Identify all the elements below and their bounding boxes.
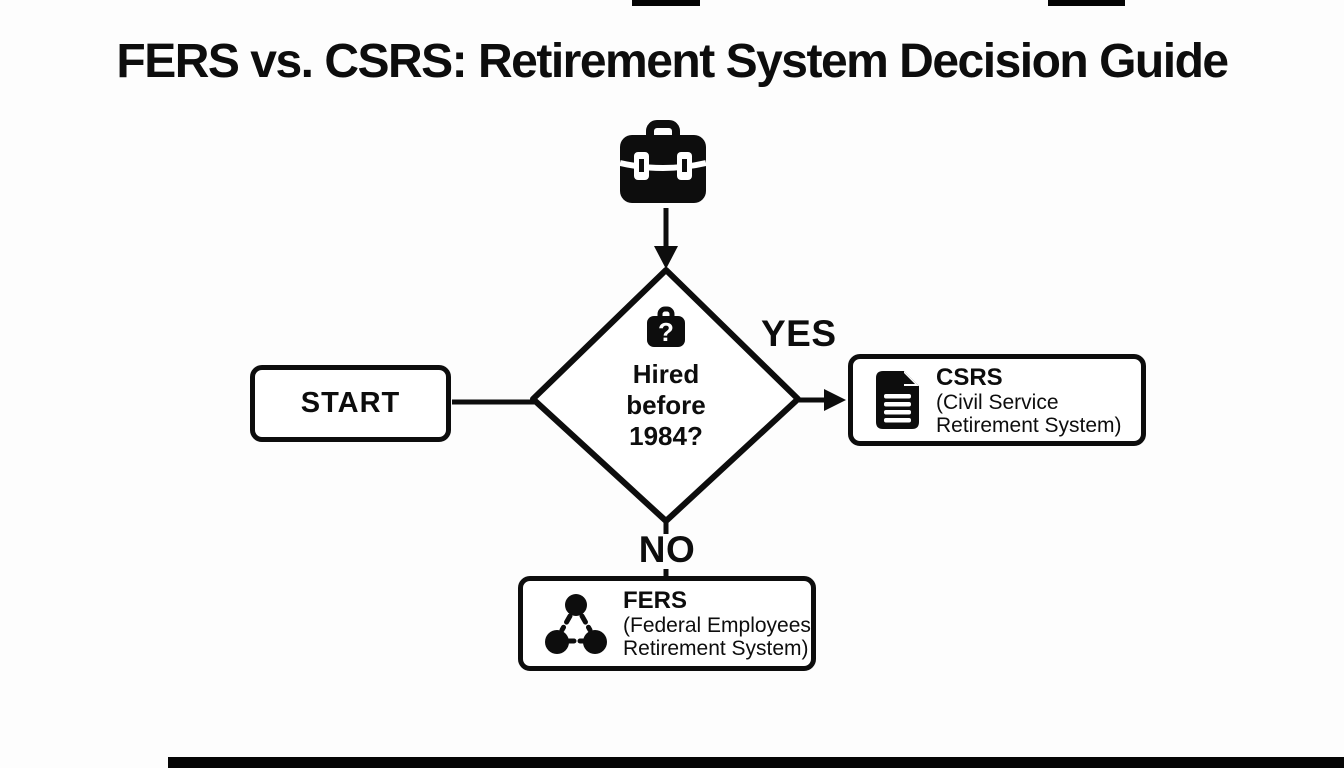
csrs-text: CSRS (Civil Service Retirement System): [936, 364, 1122, 437]
briefcase-icon: [619, 120, 707, 203]
question-glyph: ?: [658, 317, 674, 347]
top-edge-artifact-1: [632, 0, 700, 6]
page-title: FERS vs. CSRS: Retirement System Decisio…: [116, 35, 1229, 88]
briefcase-question-icon: ?: [647, 306, 685, 347]
fers-sub-1: (Federal Employees: [623, 614, 811, 637]
yes-branch-label: YES: [761, 313, 837, 354]
decision-line-3: 1984?: [629, 421, 703, 451]
fers-abbr: FERS: [623, 587, 688, 614]
fers-sub-2: Retirement System): [623, 637, 809, 660]
fers-node: FERS (Federal Employees Retirement Syste…: [518, 576, 816, 671]
arrowhead-top: [654, 246, 678, 269]
csrs-sub-1: (Civil Service: [936, 390, 1059, 414]
document-icon: [876, 371, 919, 429]
fers-text: FERS (Federal Employees Retirement Syste…: [623, 587, 811, 660]
decision-question: Hired before 1984?: [566, 359, 766, 452]
csrs-node: CSRS (Civil Service Retirement System): [848, 354, 1146, 446]
csrs-sub-2: Retirement System): [936, 413, 1122, 437]
decision-node-content: ? Hired before 1984?: [566, 304, 766, 452]
decision-line-1: Hired: [632, 359, 700, 389]
start-label: START: [300, 387, 401, 419]
arrowhead-yes: [824, 389, 846, 411]
no-branch-label: NO: [638, 529, 696, 570]
start-node: START: [250, 365, 451, 442]
csrs-abbr: CSRS: [936, 363, 1003, 391]
top-edge-artifact-2: [1048, 0, 1125, 6]
network-icon: [545, 593, 607, 654]
decision-diamond: [530, 267, 801, 524]
bottom-edge-artifact: [168, 757, 1344, 768]
decision-line-2: before: [626, 390, 706, 420]
